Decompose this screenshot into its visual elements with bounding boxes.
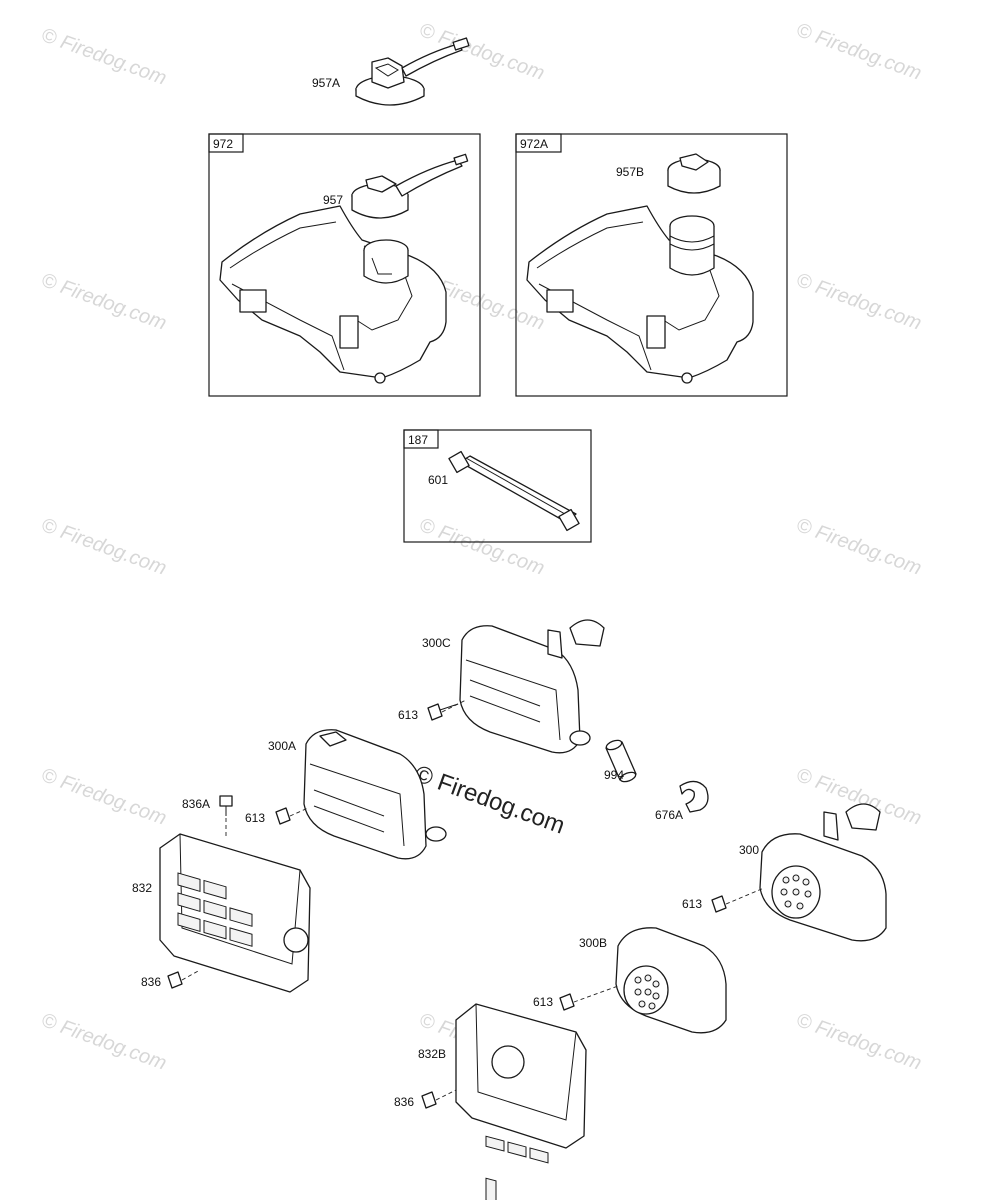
callout-676A: 676A [655, 808, 683, 822]
callout-832B: 832B [418, 1047, 446, 1061]
watermark: © Firedog.com [38, 24, 169, 90]
box-label-972: 972 [213, 137, 233, 151]
callout-836: 836 [394, 1095, 414, 1109]
part-fuel-cap-957 [351, 153, 469, 219]
callout-957: 957 [323, 193, 343, 207]
callout-601: 601 [428, 473, 448, 487]
part-fuel-tank-972A [526, 205, 754, 384]
watermark: © Firedog.com [38, 1009, 169, 1075]
callout-300C: 300C [422, 636, 451, 650]
part-screw-836 [421, 1091, 437, 1109]
watermark: © Firedog.com [793, 1009, 924, 1075]
callout-957B: 957B [616, 165, 644, 179]
part-screw-836A [219, 795, 233, 816]
callout-613: 613 [533, 995, 553, 1009]
callout-832: 832 [132, 881, 152, 895]
part-muffler-300B [615, 927, 727, 1034]
part-spark-arrestor-994 [605, 739, 637, 783]
box-label-187: 187 [408, 433, 428, 447]
part-muffler-guard-832B [455, 1003, 587, 1200]
part-clamp-676A [679, 780, 709, 813]
callout-300A: 300A [268, 739, 296, 753]
part-bolt-613 [275, 807, 291, 825]
box-972: 972 [208, 133, 481, 397]
callout-994: 994 [604, 768, 624, 782]
part-bolt-613 [559, 993, 575, 1011]
watermark: © Firedog.com [793, 269, 924, 335]
box-187: 187 [403, 429, 592, 543]
callout-613: 613 [398, 708, 418, 722]
callout-613: 613 [682, 897, 702, 911]
part-muffler-300 [759, 803, 887, 942]
watermark: © Firedog.com [38, 269, 169, 335]
watermark: © Firedog.com [793, 514, 924, 580]
part-fuel-cap-957B [667, 153, 721, 194]
part-screw-836 [167, 971, 183, 989]
box-972A: 972A [515, 133, 788, 397]
part-fuel-line-601 [448, 450, 580, 532]
part-muffler-guard-832 [159, 833, 311, 993]
part-fuel-cap-957A [355, 37, 470, 106]
part-bolt-613 [711, 895, 727, 913]
part-muffler-300C [459, 619, 605, 754]
callout-613: 613 [245, 811, 265, 825]
callout-957A: 957A [312, 76, 340, 90]
callout-300: 300 [739, 843, 759, 857]
watermark: © Firedog.com [38, 514, 169, 580]
part-muffler-300A [303, 729, 447, 860]
watermark: © Firedog.com [416, 514, 547, 580]
callout-836: 836 [141, 975, 161, 989]
box-label-972A: 972A [520, 137, 548, 151]
callout-300B: 300B [579, 936, 607, 950]
watermark: © Firedog.com [38, 764, 169, 830]
watermark: © Firedog.com [793, 19, 924, 85]
callout-836A: 836A [182, 797, 210, 811]
part-fuel-tank-972 [219, 205, 447, 384]
